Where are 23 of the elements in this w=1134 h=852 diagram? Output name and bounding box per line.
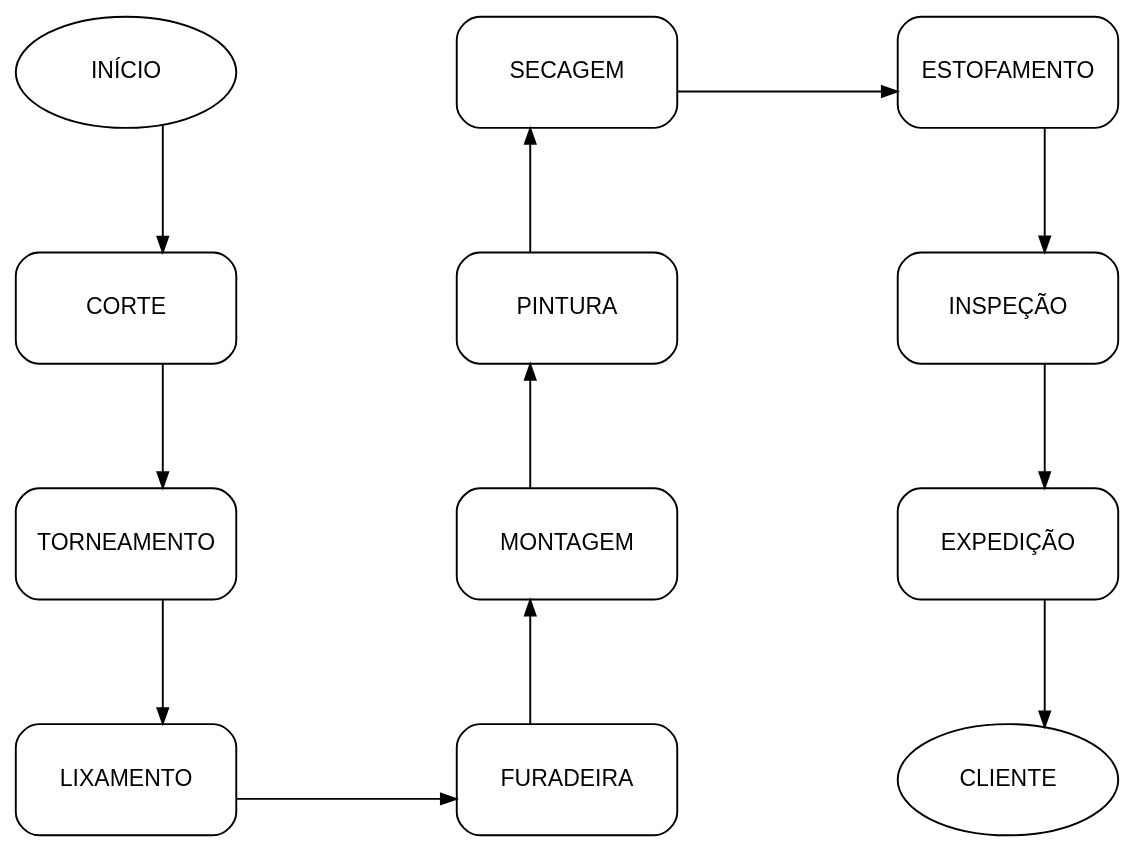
arrow (156, 124, 170, 255)
node-ellipse: INÍCIO (14, 15, 238, 129)
arrow (1038, 127, 1052, 255)
node-box: INSPEÇÃO (896, 251, 1120, 365)
node-box: SECAGEM (455, 15, 679, 129)
node-box: PINTURA (455, 251, 679, 365)
node-box: LIXAMENTO (14, 723, 238, 837)
node-box: ESTOFAMENTO (896, 15, 1120, 129)
node-box: FURADEIRA (455, 723, 679, 837)
node-box: EXPEDIÇÃO (896, 487, 1120, 601)
node-box: MONTAGEM (455, 487, 679, 601)
arrow (156, 363, 170, 491)
node-box: TORNEAMENTO (14, 487, 238, 601)
arrow (523, 361, 537, 489)
arrow (156, 598, 170, 727)
arrow (1038, 363, 1052, 491)
arrow (1038, 598, 1052, 730)
arrow (676, 84, 901, 99)
arrow (523, 125, 537, 254)
arrow (235, 792, 460, 806)
node-box: CORTE (14, 251, 238, 365)
node-ellipse: CLIENTE (896, 723, 1120, 837)
arrow (523, 597, 537, 725)
